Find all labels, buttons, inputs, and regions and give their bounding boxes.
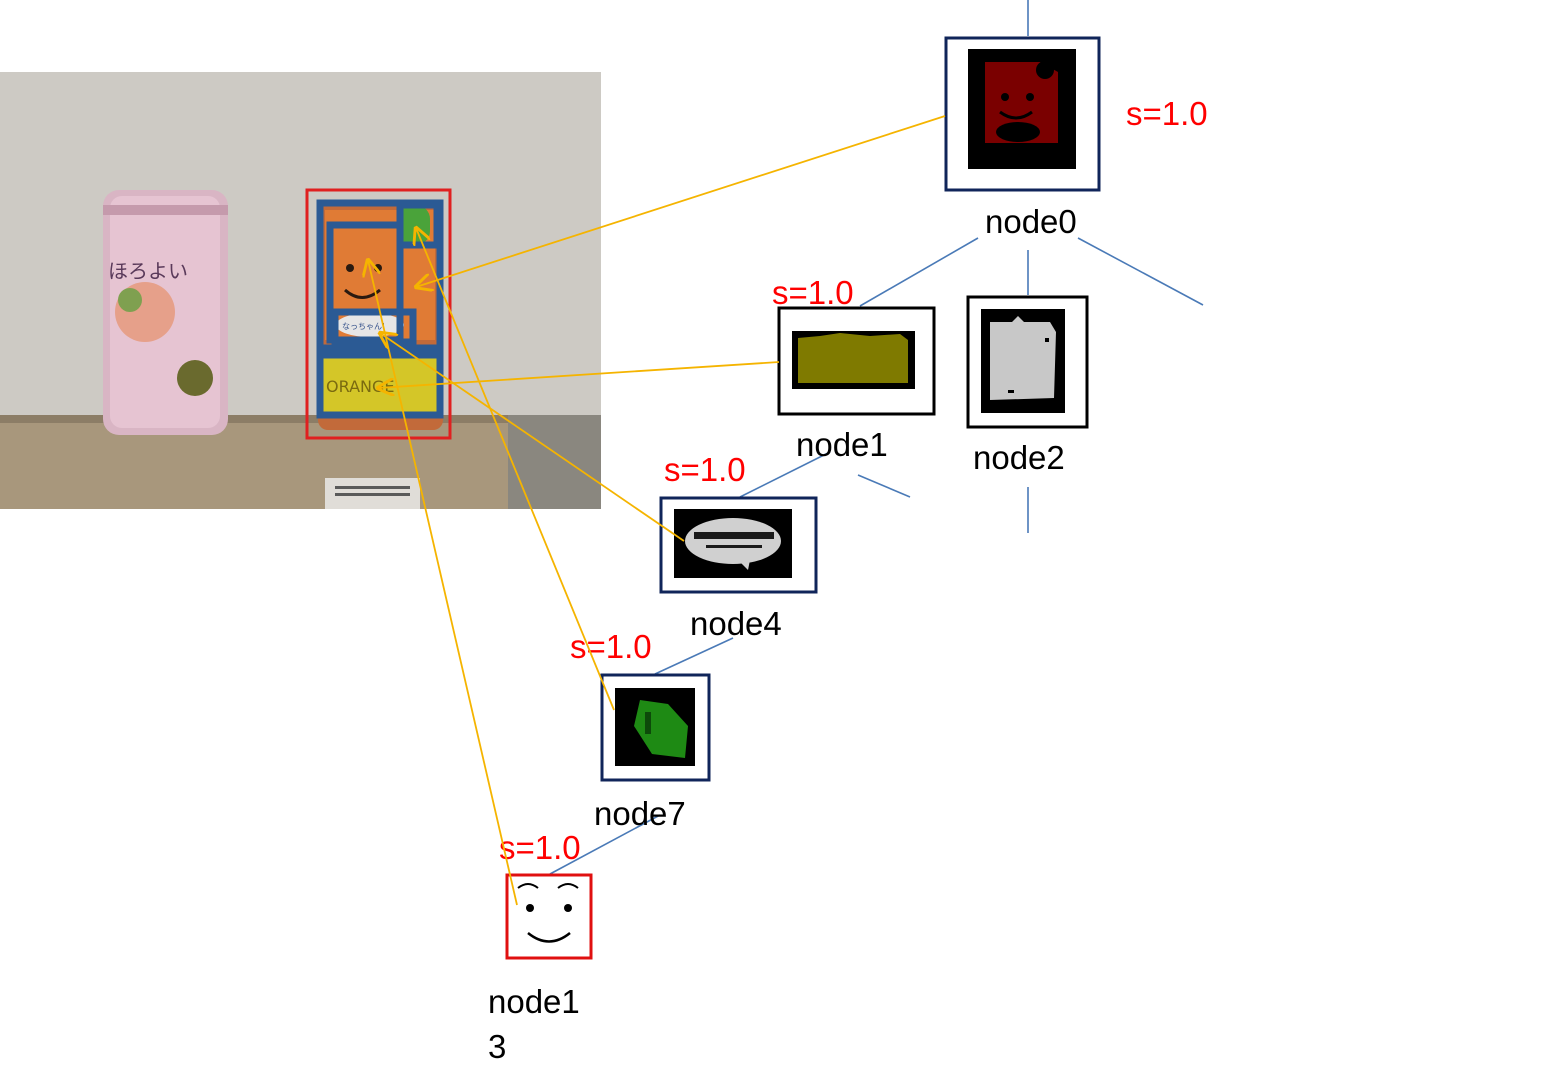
orange-can-text: ORANGE (326, 377, 394, 396)
orange-can-logo-text: なっちゃん! (342, 322, 385, 331)
node7-label: node7 (594, 795, 686, 832)
node1 (777, 306, 936, 416)
node1-score: s=1.0 (772, 274, 854, 311)
tree-edges (549, 0, 1204, 875)
scene-photo: ほろよい ORANGE なっちゃん! (0, 72, 601, 509)
node2-label: node2 (973, 439, 1065, 476)
node0-score: s=1.0 (1126, 95, 1208, 132)
node4-score: s=1.0 (664, 451, 746, 488)
node1-label: node1 (796, 426, 888, 463)
node13-label-line2: 3 (488, 1028, 506, 1065)
object-bounding-box (305, 188, 452, 440)
match-arrows (368, 115, 946, 906)
node13-label-line1: node1 (488, 983, 580, 1020)
pink-can-text: ほろよい (108, 259, 188, 283)
node0 (944, 36, 1101, 192)
region-boxes (316, 199, 444, 419)
pink-can: ほろよい (103, 190, 228, 435)
node13-score: s=1.0 (499, 829, 581, 866)
node2 (966, 295, 1089, 429)
node0-label: node0 (985, 203, 1077, 240)
node13 (505, 873, 593, 960)
node7 (600, 673, 711, 782)
node4-label: node4 (690, 605, 782, 642)
node4 (659, 496, 818, 594)
